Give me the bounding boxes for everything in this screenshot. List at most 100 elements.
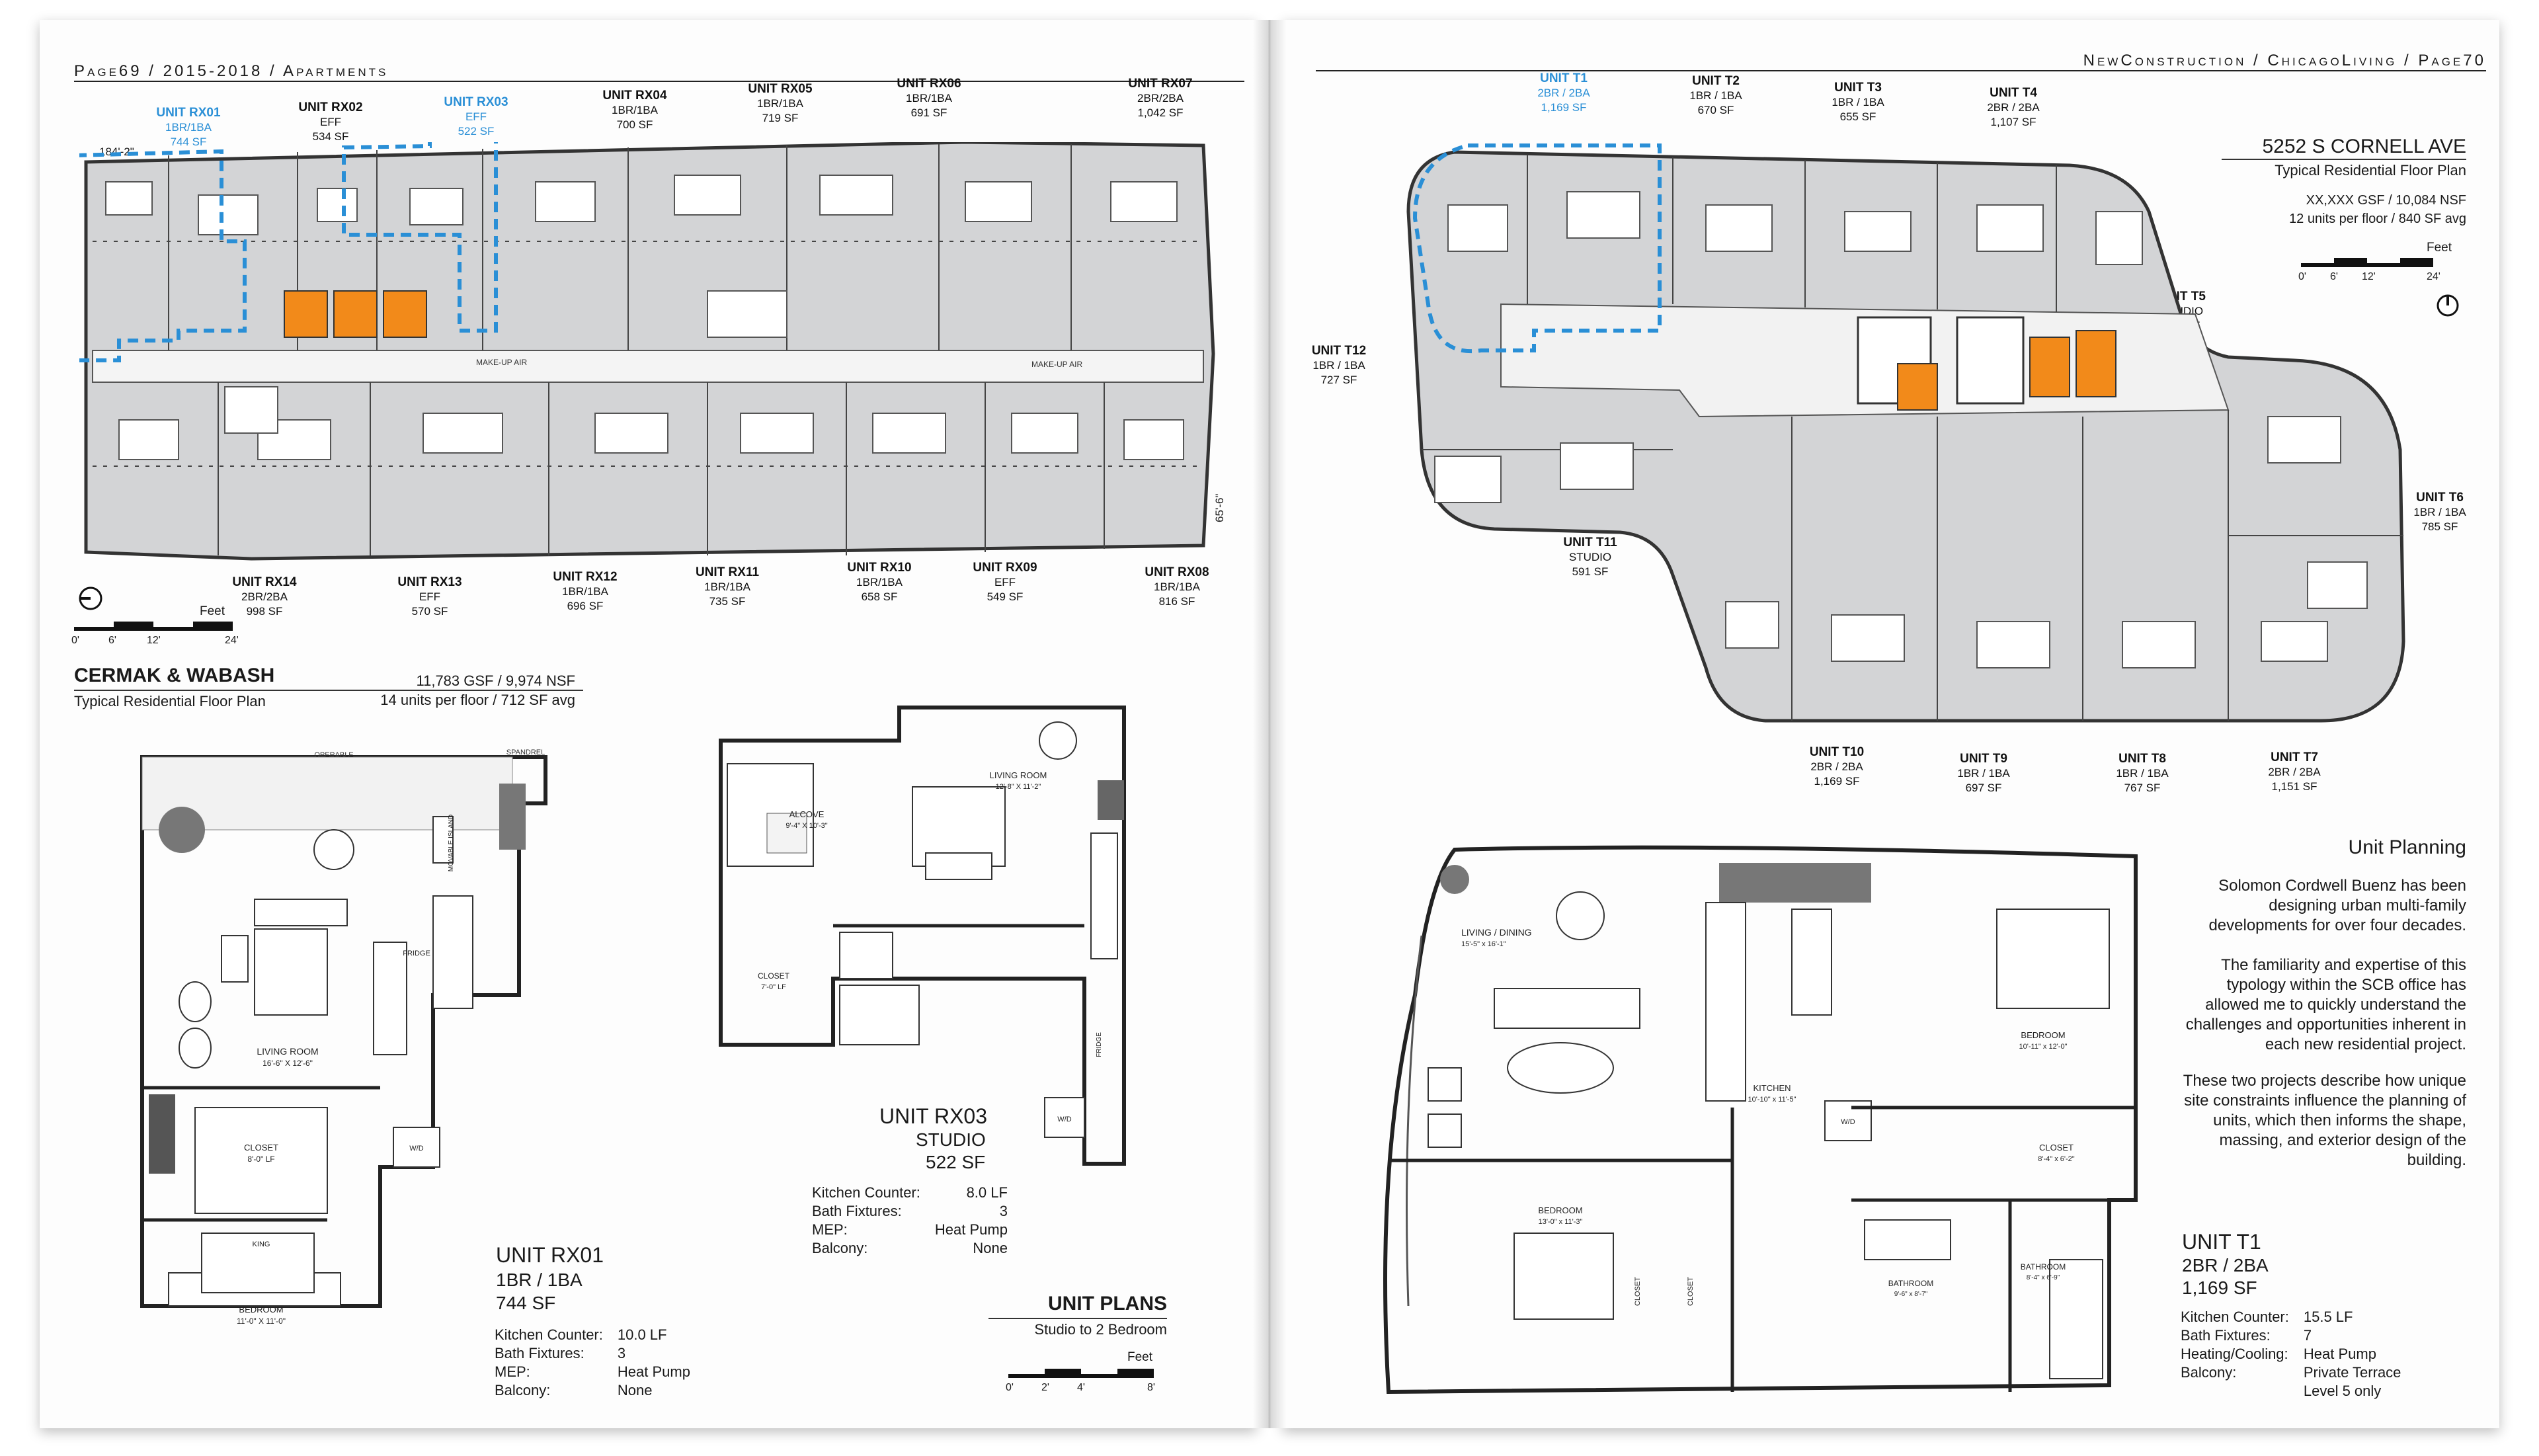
left-header-rule (74, 81, 1244, 82)
svg-text:12'-8" X 11'-2": 12'-8" X 11'-2" (996, 783, 1041, 791)
rx03-name: UNIT RX03 (879, 1104, 988, 1128)
cornell-floor-plan (1406, 143, 2405, 723)
unit-plans-title: UNIT PLANS (1048, 1293, 1167, 1314)
svg-text:10'-11" x 12'-0": 10'-11" x 12'-0" (2019, 1043, 2068, 1051)
unit-planning-title: Unit Planning (2348, 836, 2466, 858)
svg-text:BATHROOM: BATHROOM (2021, 1262, 2066, 1272)
svg-text:BATHROOM: BATHROOM (1888, 1279, 1933, 1288)
svg-text:BEDROOM: BEDROOM (2021, 1030, 2065, 1040)
cermak-scale-bar: Feet 0' 6' 12' 24' (71, 604, 239, 646)
svg-text:CLOSET: CLOSET (2039, 1143, 2074, 1153)
svg-text:9'-6" x 8'-7": 9'-6" x 8'-7" (1894, 1291, 1928, 1298)
svg-text:KING: KING (253, 1240, 270, 1248)
t1-spec-table: Kitchen Counter:15.5 LF Bath Fixtures:7 … (2181, 1309, 2401, 1399)
svg-text:CLOSET: CLOSET (1634, 1277, 1642, 1306)
unit-plans-scale-bar: Feet 0' 2' 4' 8' (1006, 1350, 1155, 1393)
cornell-scale-bar: Feet 0' 6' 12' 24' (2298, 241, 2452, 282)
svg-text:W/D: W/D (409, 1145, 423, 1153)
svg-text:11'-0" X 11'-0": 11'-0" X 11'-0" (237, 1316, 286, 1326)
cermak-title: CERMAK & WABASH (74, 665, 275, 686)
svg-text:9'-4" X 10'-3": 9'-4" X 10'-3" (786, 822, 827, 830)
cornell-title: 5252 S CORNELL AVE (2262, 136, 2467, 157)
book-spine (1253, 20, 1286, 1428)
svg-text:13'-0" x 11'-3": 13'-0" x 11'-3" (1539, 1218, 1583, 1226)
svg-text:FRIDGE: FRIDGE (403, 950, 430, 957)
svg-text:CLOSET: CLOSET (758, 971, 790, 981)
north-arrow-icon (79, 586, 102, 610)
svg-text:8'-4" x 6'-9": 8'-4" x 6'-9" (2027, 1274, 2060, 1281)
right-page-header: NewConstruction / ChicagoLiving / Page70 (2083, 52, 2486, 69)
cornell-stats-area: XX,XXX GSF / 10,084 NSF (2306, 193, 2466, 208)
left-page-header: Page69 / 2015-2018 / Apartments (74, 62, 389, 80)
svg-text:W/D: W/D (1841, 1118, 1855, 1126)
svg-text:8'-4" x 6'-2": 8'-4" x 6'-2" (2038, 1155, 2075, 1163)
svg-text:MAKE-UP AIR: MAKE-UP AIR (1031, 360, 1082, 369)
svg-text:W/D: W/D (1057, 1115, 1071, 1123)
cermak-title-rule (74, 690, 583, 691)
rx03-spec-table: Kitchen Counter:8.0 LF Bath Fixtures:3 M… (812, 1184, 1008, 1256)
svg-text:CLOSET: CLOSET (1687, 1277, 1695, 1306)
cermak-stats-area: 11,783 GSF / 9,974 NSF (416, 672, 576, 689)
svg-text:MOVABLE ISLAND: MOVABLE ISLAND (448, 815, 455, 872)
svg-text:BEDROOM: BEDROOM (239, 1305, 283, 1314)
t1-area: 1,169 SF (2182, 1277, 2257, 1298)
svg-text:10'-10" x 11'-5": 10'-10" x 11'-5" (1748, 1096, 1796, 1104)
dimension-width: 184'-2" (99, 145, 134, 158)
cermak-subtitle: Typical Residential Floor Plan (74, 693, 266, 709)
unit-planning-paragraph-3: These two projects describe how unique s… (2183, 1072, 2466, 1169)
rx01-area: 744 SF (496, 1293, 556, 1313)
right-header-rule (1316, 70, 2486, 71)
cermak-floor-plan: MAKE-UP AIR MAKE-UP AIR (79, 142, 1215, 561)
svg-text:MAKE-UP AIR: MAKE-UP AIR (476, 358, 527, 367)
rx03-area: 522 SF (926, 1152, 986, 1172)
svg-text:OPERABLE: OPERABLE (314, 751, 353, 759)
svg-text:BEDROOM: BEDROOM (1538, 1205, 1582, 1215)
t1-unit-plan: LIVING / DINING 15'-5" x 16'-1" KITCHEN … (1383, 845, 2138, 1395)
svg-text:LIVING ROOM: LIVING ROOM (990, 770, 1047, 780)
rx01-unit-plan: OPERABLE SPANDREL LIVING ROOM 16'-6" X 1… (140, 748, 547, 1326)
cornell-subtitle: Typical Residential Floor Plan (2275, 162, 2466, 179)
t1-type: 2BR / 2BA (2182, 1255, 2269, 1275)
svg-text:FRIDGE: FRIDGE (1096, 1032, 1103, 1057)
svg-text:CLOSET: CLOSET (244, 1143, 278, 1153)
t1-name: UNIT T1 (2182, 1230, 2261, 1254)
svg-text:8'-0" LF: 8'-0" LF (247, 1154, 274, 1164)
rx01-type: 1BR / 1BA (496, 1270, 583, 1290)
cornell-stats-units: 12 units per floor / 840 SF avg (2289, 212, 2466, 226)
rx03-unit-plan: LIVING ROOM 12'-8" X 11'-2" ALCOVE 9'-4"… (719, 706, 1126, 1166)
unit-plans-rule (988, 1318, 1167, 1319)
svg-text:LIVING ROOM: LIVING ROOM (257, 1046, 318, 1057)
cornell-title-rule (2222, 159, 2466, 160)
svg-text:ALCOVE: ALCOVE (789, 809, 825, 819)
svg-text:16'-6" X 12'-6": 16'-6" X 12'-6" (262, 1059, 313, 1068)
rx03-type: STUDIO (916, 1129, 986, 1150)
unit-planning-paragraph-2: The familiarity and expertise of this ty… (2185, 956, 2466, 1053)
svg-text:KITCHEN: KITCHEN (1753, 1083, 1791, 1093)
cornell-north-arrow-icon (2437, 294, 2459, 317)
svg-text:15'-5" x 16'-1": 15'-5" x 16'-1" (1461, 940, 1506, 948)
svg-text:LIVING / DINING: LIVING / DINING (1461, 927, 1532, 938)
unit-planning-paragraph-1: Solomon Cordwell Buenz has been designin… (2208, 877, 2466, 934)
rx01-spec-table: Kitchen Counter:10.0 LF Bath Fixtures:3 … (495, 1326, 690, 1398)
